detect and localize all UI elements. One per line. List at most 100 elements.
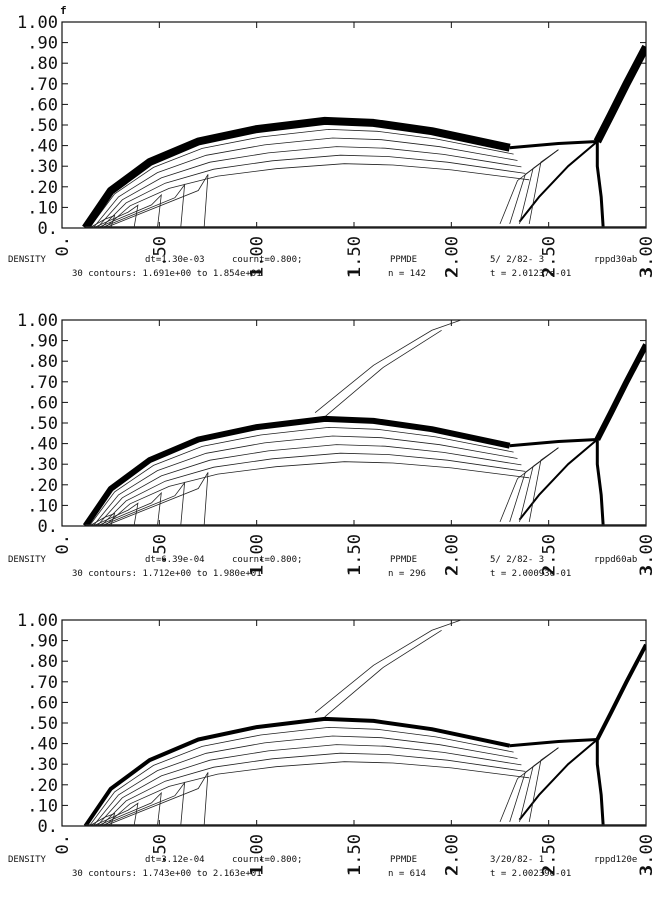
y-tick-label: .90 [27,34,58,54]
x-tick-label: 2.50 [540,236,560,277]
x-tick-label: 1.50 [345,534,365,575]
caption-run: rppd120e [594,855,637,865]
contour-line-upper [324,329,442,418]
y-tick-label: .30 [27,455,58,475]
contour-line [88,426,514,526]
reflected-shock [593,44,646,144]
x-tick-label-lower: 3 [637,866,657,876]
x-tick-label: 3.00 [637,534,657,575]
caption-t: t = 2.00093e-01 [490,569,571,579]
caption-date: 5/ 2/82- 3 [490,555,544,565]
contour-line-nose [100,481,186,526]
contour-line [100,452,526,526]
x-tick-label: 0. [53,534,73,554]
y-tick-label: .70 [27,75,58,95]
x-tick-label: 2.00 [442,834,462,875]
contour-line-nose [96,791,162,826]
contour-line [88,128,514,228]
y-tick-label: .30 [27,755,58,775]
contour-layer [83,620,646,826]
contour-line-reflection [528,747,559,822]
diagonal-shock [518,438,598,521]
x-tick-label: 0. [53,834,73,854]
mach-stem [509,738,598,748]
x-tick-label-lower: 3 [637,566,657,576]
y-tick-label: .90 [27,332,58,352]
contour-line-nose [92,802,139,826]
contour-layer [82,320,646,526]
contour-line-upper [314,620,462,714]
y-tick-label: 1.00 [17,611,58,631]
x-tick-label: 2.00 [442,534,462,575]
caption-courant: cournt=0.800; [232,255,302,265]
y-tick-label: 1.00 [17,13,58,33]
y-tick-label: .40 [27,735,58,755]
y-tick-label: .80 [27,352,58,372]
contour-line-nose [96,193,162,228]
y-tick-label: .60 [27,393,58,413]
x-tick-label: 0. [53,236,73,256]
contour-line-reflection [509,447,559,523]
x-tick-label: 1.00 [248,236,268,277]
caption-variable: DENSITY [8,555,47,565]
contour-line-nose [104,174,209,228]
caption-courant: cournt=0.800; [232,555,302,565]
y-tick-label: .50 [27,714,58,734]
contour-line [88,726,514,826]
y-tick-label: .70 [27,373,58,393]
contour-line-reflection [509,747,559,823]
y-tick-label: .50 [27,116,58,136]
y-tick-label: .10 [27,198,58,218]
contour-line-reflection [509,149,559,225]
caption-scheme: PPMDE [390,855,417,865]
y-tick-label: .80 [27,54,58,74]
x-tick-label: 2.50 [540,834,560,875]
x-tick-label: 2.50 [540,534,560,575]
caption-contours: 30 contours: 1.743e+00 to 2.163e+01 [72,869,262,879]
x-tick-label-lower: 3 [637,268,657,278]
caption-date: 3/20/82- 1 [490,855,544,865]
contour-line-nose [104,472,209,526]
y-tick-label: .20 [27,776,58,796]
x-tick-label-lower: 2 [442,866,462,876]
x-tick-label-lower: 2 [540,566,560,576]
contour-line [104,163,530,228]
caption-scheme: PPMDE [390,555,417,565]
caption-scheme: PPMDE [390,255,417,265]
bow-shock [82,116,511,228]
contour-line [104,761,530,826]
contour-line [100,752,526,826]
mach-stem [509,438,598,448]
y-tick-label: .60 [27,95,58,115]
contour-line-nose [92,502,139,526]
x-tick-label-lower: 2 [442,268,462,278]
y-tick-label: 0. [38,517,58,537]
contour-line [96,444,522,526]
contour-line-reflection [528,447,559,522]
x-tick-label: 1.00 [248,534,268,575]
contour-line-reflection [528,149,559,224]
contour-line-upper [324,629,442,718]
y-tick-label: 0. [38,219,58,239]
y-tick-label: .90 [27,632,58,652]
x-tick-label: 2.00 [442,236,462,277]
x-tick-label-lower: 1 [248,866,268,876]
contour-line-nose [100,183,186,228]
x-tick-label: 1.50 [345,236,365,277]
slip-line [595,439,605,526]
y-tick-label: .80 [27,652,58,672]
y-tick-label: .20 [27,178,58,198]
reflected-shock [594,343,646,441]
x-tick-label: 3.00 [637,236,657,277]
bow-shock [83,716,511,826]
slip-line [595,739,605,826]
y-tick-label: .70 [27,673,58,693]
diagonal-shock [518,738,598,821]
x-tick-label-lower: 1 [345,268,365,278]
caption-n: n = 142 [388,269,426,279]
y-tick-label: .60 [27,693,58,713]
x-tick-label-lower: 1 [248,268,268,278]
figure-label: f [60,4,67,17]
